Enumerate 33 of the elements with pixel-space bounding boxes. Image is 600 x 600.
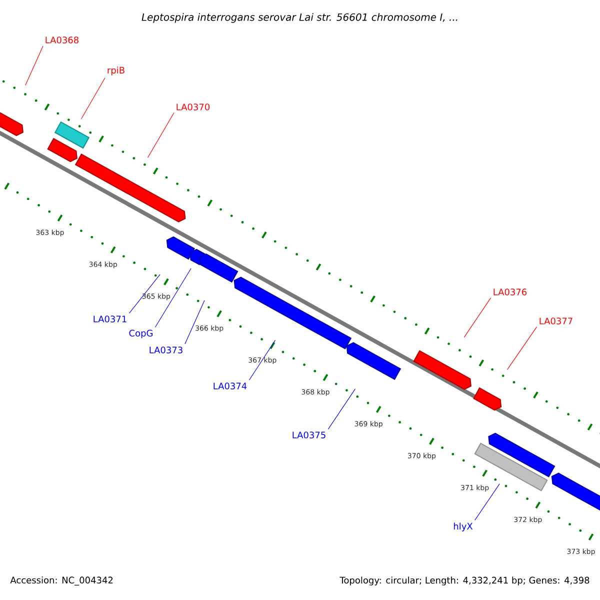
gene-label: hlyX [454,522,473,532]
gene-feature [199,254,238,283]
gene-feature [74,154,186,222]
gene-label: LA0370 [176,104,210,110]
gene-label: LA0377 [540,318,572,324]
gene-feature [166,236,195,260]
summary-text: Topology: circular; Length: 4,332,241 bp; Genes: 4,398 [340,576,590,586]
gene-feature [413,350,472,390]
leader-line [328,388,356,430]
leader-line [128,274,160,314]
leader-line [474,484,500,520]
gene-box [474,442,548,492]
gene-feature [488,432,556,478]
gene-label: LA0374 [214,382,247,390]
gene-label: LA0376 [494,288,527,296]
gene-label: CopG [129,330,152,338]
leader-line [506,326,538,370]
leader-line [248,340,276,380]
gene-label: LA0373 [150,346,182,354]
leader-line [25,46,44,86]
gene-label: LA0375 [292,432,326,438]
gene-feature [551,472,600,512]
leader-line [81,78,106,120]
gene-label: rpiB [108,66,124,76]
accession-text: Accession: NC_004342 [10,576,113,586]
gene-feature [234,276,352,350]
gene-label: LA0368 [46,36,78,44]
gene-label: LA0371 [94,316,126,322]
gene-feature [346,342,402,380]
leader-line [184,300,205,344]
leader-line [147,112,174,158]
leader-line [154,268,192,328]
title: Leptospira interrogans serovar Lai str. 56601 chromosome I, ... [142,13,458,23]
